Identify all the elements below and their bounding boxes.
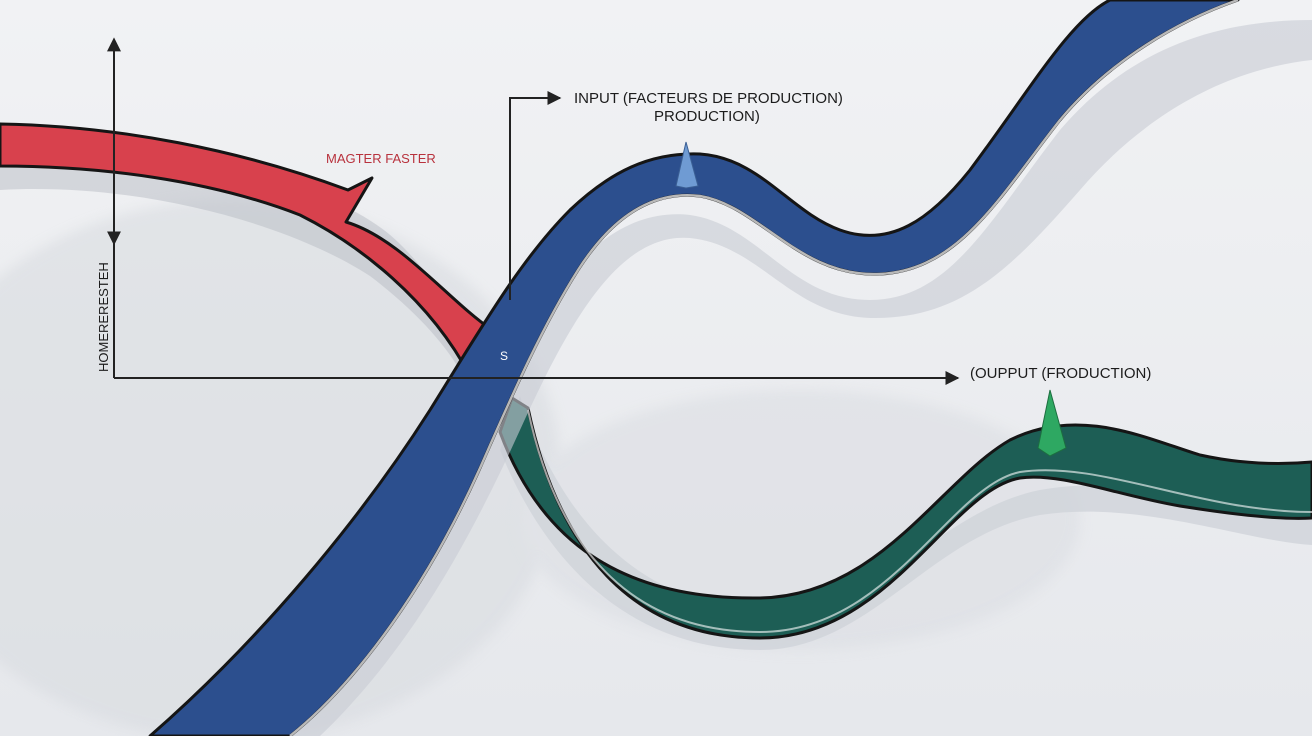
center-glyph: S	[500, 349, 508, 363]
input-pointer-arrow	[509, 91, 562, 300]
output-label: (OUPPUT (FRODUCTION)	[970, 365, 1151, 382]
vertical-axis-label: HOMERERESTEH	[96, 262, 111, 372]
green-marker-icon	[1037, 389, 1067, 457]
blue-marker-icon	[675, 141, 699, 189]
input-label: INPUT (FACTEURS DE PRODUCTION)	[574, 90, 843, 107]
axes	[107, 37, 960, 385]
red-band-label: MAGTER FASTER	[326, 151, 436, 166]
blue-band	[148, 0, 1312, 736]
production-label: PRODUCTION)	[654, 108, 760, 125]
